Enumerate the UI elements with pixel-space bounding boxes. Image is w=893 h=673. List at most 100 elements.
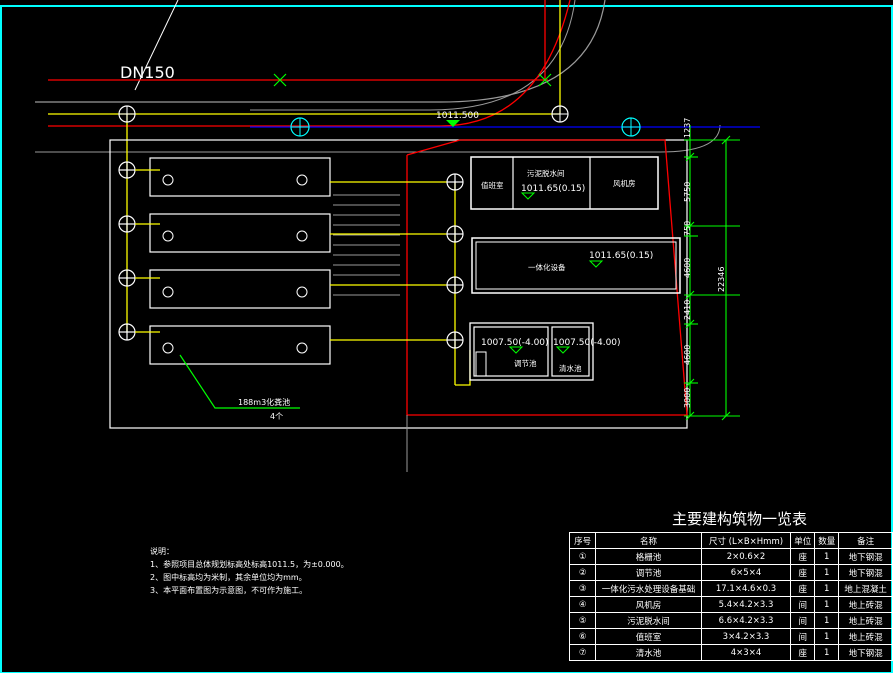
col-name: 名称	[595, 532, 702, 549]
pool-clear	[551, 326, 590, 377]
cell-unit: 间	[790, 596, 816, 613]
manhole-cyan-1	[290, 117, 310, 137]
table-row: ⑤ 污泥脱水间 6.6×4.2×3.3 间 1 地上砖混	[568, 612, 893, 629]
col-no: 序号	[568, 532, 597, 549]
cell-name: 格栅池	[595, 548, 702, 565]
notes-line-3: 3、本平面布置图为示意图，不可作为施工。	[150, 586, 308, 595]
cell-remark: 地上砖混	[838, 596, 893, 613]
notes-line-1: 1、参照项目总体规划标高处标高1011.5，为±0.000。	[150, 560, 349, 569]
road-diagonal	[134, 0, 179, 91]
cell-no: ①	[568, 548, 597, 565]
septic-tank-4	[149, 325, 331, 365]
yellow-branches-left	[135, 169, 160, 333]
table-row: ③ 一体化污水处理设备基础 17.1×4.6×0.3 座 1 地上混凝土	[568, 580, 893, 597]
col-unit: 单位	[790, 532, 816, 549]
cell-qty: 1	[814, 596, 840, 613]
dim-4: 4600	[683, 258, 692, 278]
pool-clear-name: 清水池	[559, 363, 582, 373]
dim-7: 3000	[683, 388, 692, 408]
tank-leader	[179, 354, 300, 409]
cell-size: 4×3×4	[700, 644, 792, 661]
equipment-elev-marker	[588, 260, 604, 268]
dim-total: 22346	[717, 267, 726, 292]
equipment-elev: 1011.65(0.15)	[589, 251, 653, 261]
col-qty: 数量	[814, 532, 840, 549]
cross-mark-2	[538, 73, 552, 87]
pool-sump	[475, 351, 487, 377]
room-sludge-elev: 1011.65(0.15)	[521, 184, 585, 194]
cell-remark: 地上混凝土	[838, 580, 893, 597]
red-boundary	[406, 139, 688, 416]
table-row: ⑥ 值班室 3×4.2×3.3 间 1 地上砖混	[568, 628, 893, 645]
room-duty: 值班室	[481, 180, 504, 190]
manhole-cyan-2	[621, 117, 641, 137]
pool-regulating-elev-marker	[508, 346, 524, 354]
table-header-row: 序号 名称 尺寸 (L×B×Hmm) 单位 数量 备注	[568, 532, 893, 549]
cell-name: 污泥脱水间	[595, 612, 702, 629]
yellow-pipe-return	[455, 350, 471, 386]
dimension-texts: 1237 5750 750 4600 2410 4600 3000 22346	[683, 118, 726, 408]
table-title: 主要建构筑物一览表	[672, 510, 808, 528]
cell-unit: 间	[790, 628, 816, 645]
table-row: ④ 风机房 5.4×4.2×3.3 间 1 地上砖混	[568, 596, 893, 613]
notes-line-2: 2、图中标高均为米制，其余单位均为mm。	[150, 573, 307, 582]
pool-regulating-elev: 1007.50(-4.00)	[481, 338, 549, 348]
room-blower: 风机房	[613, 178, 636, 188]
table-row: ① 格栅池 2×0.6×2 座 1 地下钢混	[568, 548, 893, 565]
well-top-2	[551, 105, 569, 123]
cell-name: 风机房	[595, 596, 702, 613]
cell-unit: 间	[790, 612, 816, 629]
dim-6: 4600	[683, 345, 692, 365]
road-curve-inner	[35, 124, 721, 153]
tank-label-capacity: 188m3化粪池	[238, 397, 290, 407]
cell-no: ⑤	[568, 612, 597, 629]
pipe-label: DN150	[120, 63, 175, 82]
room-sludge: 污泥脱水间	[527, 168, 565, 178]
notes-title: 说明：	[150, 547, 174, 556]
pool-regulating	[473, 326, 549, 377]
cell-name: 调节池	[595, 564, 702, 581]
cell-unit: 座	[790, 644, 816, 661]
pool-clear-elev-marker	[555, 346, 571, 354]
cross-mark-1	[273, 73, 287, 87]
cell-no: ⑦	[568, 644, 597, 661]
dim-3: 750	[683, 221, 692, 236]
road-curve-mid	[250, 0, 576, 111]
col-remark: 备注	[838, 532, 893, 549]
stair-lines	[333, 194, 400, 296]
cell-unit: 座	[790, 548, 816, 565]
cell-remark: 地下钢混	[838, 564, 893, 581]
dim-5: 2410	[683, 300, 692, 320]
building-block	[470, 156, 659, 210]
dim-1: 1237	[683, 118, 692, 138]
cell-no: ⑥	[568, 628, 597, 645]
col-size: 尺寸 (L×B×Hmm)	[700, 532, 792, 549]
table-row: ⑦ 清水池 4×3×4 座 1 地下钢混	[568, 644, 893, 661]
road-curve-outer	[35, 0, 606, 103]
site-boundary	[109, 139, 688, 429]
septic-tank-3	[149, 269, 331, 309]
cell-qty: 1	[814, 612, 840, 629]
wells-left	[118, 161, 136, 341]
cell-no: ③	[568, 580, 597, 597]
cell-size: 17.1×4.6×0.3	[700, 580, 792, 597]
cell-name: 值班室	[595, 628, 702, 645]
septic-tank-2	[149, 213, 331, 253]
notes: 说明： 1、参照项目总体规划标高处标高1011.5，为±0.000。 2、图中标…	[150, 545, 349, 597]
cell-size: 5.4×4.2×3.3	[700, 596, 792, 613]
yellow-connectors	[330, 181, 447, 341]
cell-size: 2×0.6×2	[700, 548, 792, 565]
wells-right	[446, 173, 464, 349]
equipment-label: 一体化设备	[528, 262, 566, 272]
cell-qty: 1	[814, 644, 840, 661]
cell-remark: 地上砖混	[838, 628, 893, 645]
cell-name: 一体化污水处理设备基础	[595, 580, 702, 597]
pool-regulating-name: 调节池	[514, 358, 537, 368]
cell-remark: 地下钢混	[838, 644, 893, 661]
elev-top-marker	[446, 120, 460, 127]
elev-top-label: 1011.500	[436, 111, 479, 121]
cell-remark: 地上砖混	[838, 612, 893, 629]
equipment-base	[471, 237, 681, 294]
cell-size: 3×4.2×3.3	[700, 628, 792, 645]
cell-qty: 1	[814, 580, 840, 597]
